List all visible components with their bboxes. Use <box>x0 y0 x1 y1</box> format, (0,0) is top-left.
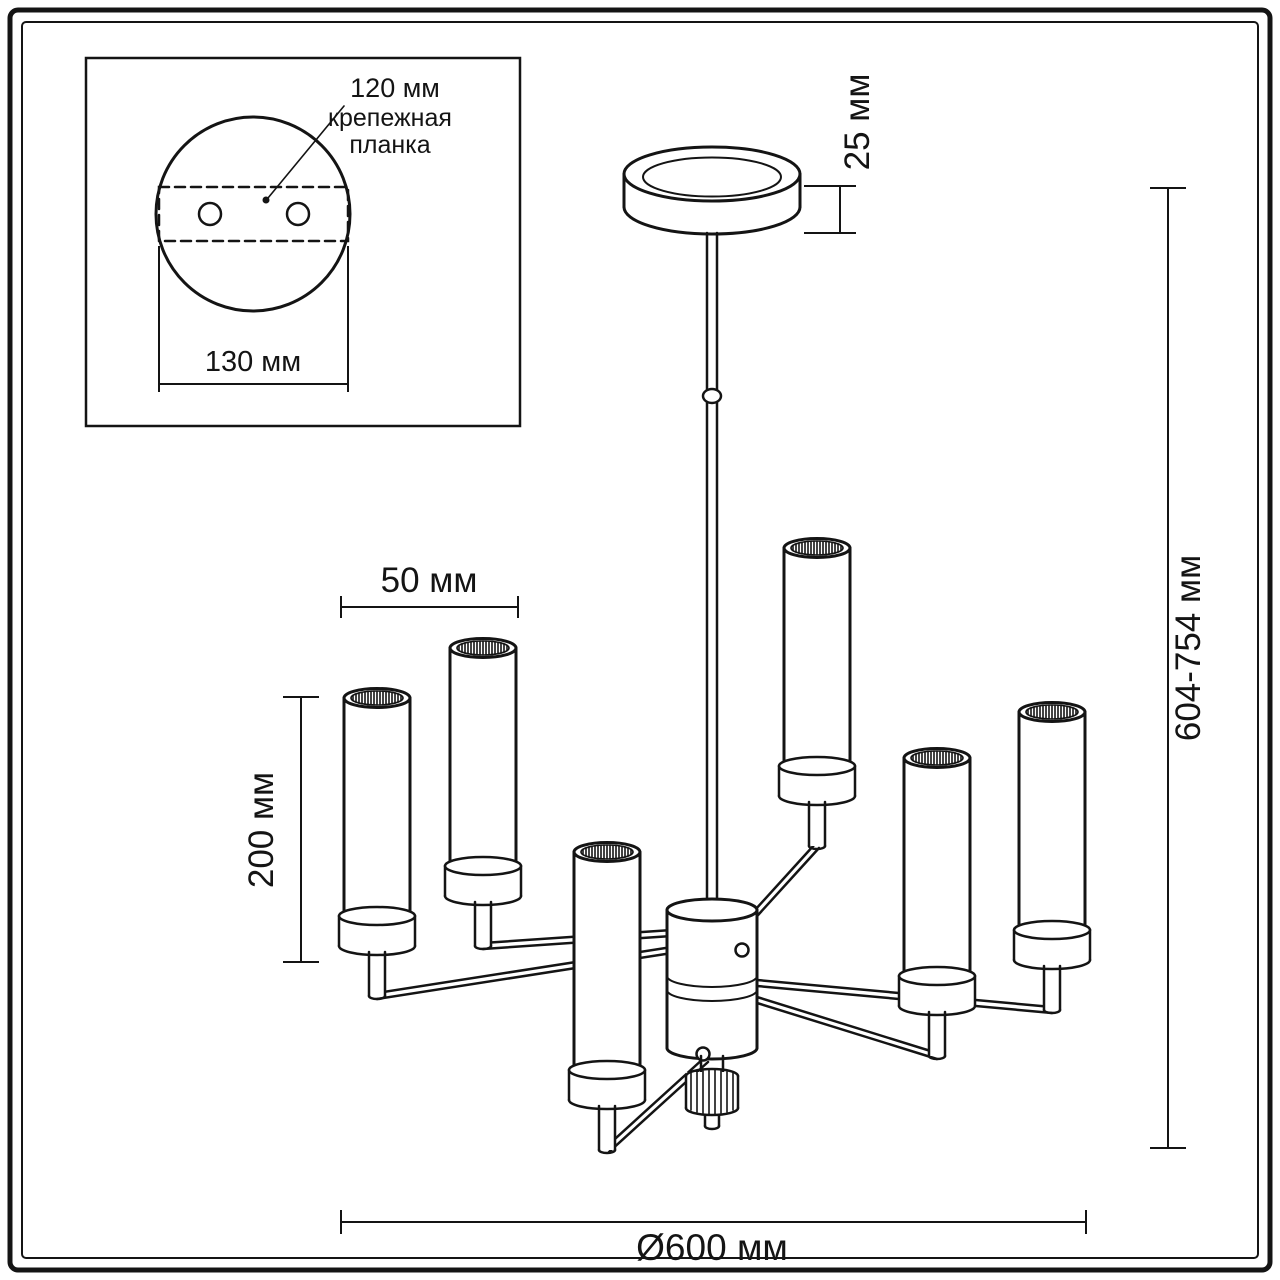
shade-far-right <box>1014 703 1090 1014</box>
plate-offset-label: 120 мм <box>350 73 440 103</box>
mounting-bracket-dashed <box>157 185 350 243</box>
shade-width-label: 50 мм <box>381 561 478 600</box>
finial-knob <box>684 1054 740 1131</box>
rod-joint <box>701 387 723 405</box>
shade-upper-left <box>445 639 521 950</box>
shade-far-left <box>339 689 415 1000</box>
mounting-plate-inset: 120 мм крепежная планка 130 мм <box>84 56 522 428</box>
canopy-height-label: 25 мм <box>838 74 877 171</box>
shade-height-label: 200 мм <box>242 772 281 888</box>
ceiling-canopy <box>622 145 802 236</box>
shade-back-right <box>779 539 855 850</box>
shades <box>339 539 1090 1154</box>
fixture-diameter-label: Ø600 мм <box>636 1227 788 1268</box>
bracket-label-line1: крепежная <box>328 104 452 132</box>
shade-mid-right <box>899 749 975 1060</box>
mounting-hole-right <box>285 201 311 227</box>
canopy-top-view-circle <box>154 115 352 313</box>
shade-height-dimension: 200 мм <box>242 696 319 963</box>
bracket-label-line2: планка <box>349 131 430 159</box>
plate-width-label: 130 мм <box>205 346 301 378</box>
plate-width-dimension <box>158 246 349 392</box>
overall-height-label: 604-754 мм <box>1169 555 1208 741</box>
fixture-diameter-dimension: Ø600 мм <box>340 1210 1087 1268</box>
shade-width-dimension: 50 мм <box>340 561 519 618</box>
shade-front <box>569 843 645 1154</box>
overall-height-dimension: 604-754 мм <box>1150 187 1208 1149</box>
arm-socket-lower <box>695 1046 711 1062</box>
arm-5 <box>755 995 939 1061</box>
page-frame <box>7 7 1273 1273</box>
leader-line <box>267 105 345 199</box>
canopy-height-dimension: 25 мм <box>804 74 877 234</box>
mounting-hole-left <box>197 201 223 227</box>
down-rod <box>701 231 723 908</box>
central-hub <box>665 897 759 1062</box>
arm-socket-upper <box>734 942 750 958</box>
